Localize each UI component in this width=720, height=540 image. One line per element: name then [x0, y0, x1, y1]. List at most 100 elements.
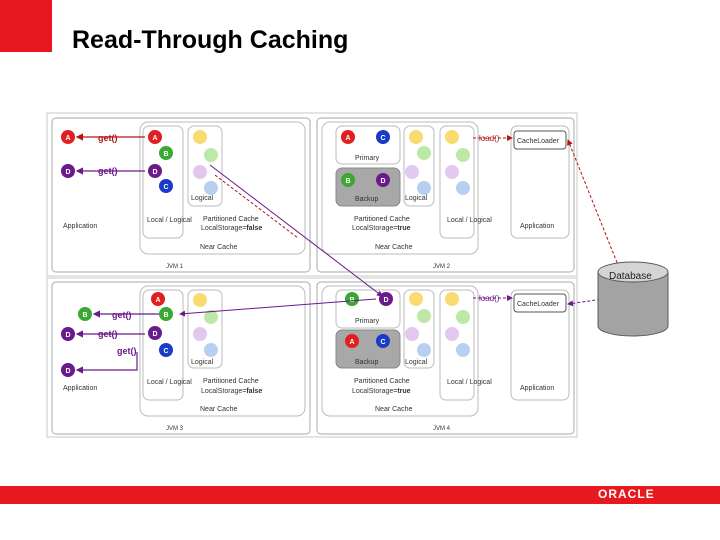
node-d	[61, 327, 75, 341]
node-c	[376, 130, 390, 144]
jvm3-box	[51, 281, 311, 435]
jvm-label: JVM 2	[433, 264, 451, 270]
node-letter: D	[381, 178, 386, 185]
node-letter: C	[381, 135, 386, 142]
database-label: Database	[609, 271, 652, 282]
localstorage-value: true	[397, 388, 410, 395]
backup-label: Backup	[355, 359, 378, 366]
primary-label: Primary	[355, 318, 380, 325]
logical-label: Logical	[191, 359, 214, 366]
ghost-node	[417, 343, 431, 357]
local-logical-box	[439, 289, 475, 401]
ghost-node	[405, 327, 419, 341]
near-cache-label: Near Cache	[375, 406, 412, 413]
node-letter: D	[66, 368, 71, 375]
ghost-node	[456, 148, 470, 162]
logical-label: Logical	[405, 195, 428, 202]
node-c	[159, 179, 173, 193]
get-label: get()	[112, 310, 132, 320]
node-c	[376, 334, 390, 348]
node-letter: B	[164, 312, 169, 319]
cacheloader-box	[513, 293, 567, 313]
top-row-panel	[46, 112, 578, 277]
ghost-node	[409, 292, 423, 306]
ghost-node	[193, 327, 207, 341]
localstorage-prefix: LocalStorage=	[201, 388, 246, 395]
ghost-node	[445, 292, 459, 306]
near-cache-box	[139, 285, 306, 417]
ghost-node	[193, 293, 207, 307]
cacheloader-app-box	[510, 289, 570, 401]
database-top	[597, 261, 669, 283]
near-cache-label: Near Cache	[375, 244, 412, 251]
ghost-node	[204, 310, 218, 324]
localstorage-value: false	[246, 388, 262, 395]
node-d	[148, 326, 162, 340]
cacheloader-label: CacheLoader	[517, 301, 560, 308]
localstorage-value: false	[246, 225, 262, 232]
logical-box	[187, 289, 223, 369]
node-d	[148, 164, 162, 178]
jvm3: Application Local / Logical Partitioned …	[61, 285, 306, 432]
partitioned-cache-label: Partitioned Cache	[203, 216, 259, 223]
logical-box	[403, 125, 435, 207]
application-label: Application	[63, 385, 97, 392]
partitioned-cache-label: Partitioned Cache	[354, 378, 410, 385]
jvm2: CacheLoader Application Primary Backup L…	[321, 121, 570, 270]
node-letter: B	[346, 178, 351, 185]
jvm4: CacheLoader Application Primary Backup L…	[321, 285, 570, 432]
ghost-node	[456, 310, 470, 324]
flow-arrow	[214, 174, 299, 239]
node-letter: B	[164, 151, 169, 158]
node-letter: D	[384, 297, 389, 304]
localstorage-label: LocalStorage=true	[352, 225, 411, 232]
slide-title: Read-Through Caching	[72, 26, 349, 54]
localstorage-label: LocalStorage=false	[201, 388, 262, 395]
partitioned-cache-label: Partitioned Cache	[203, 378, 259, 385]
node-b	[341, 173, 355, 187]
node-d	[61, 363, 75, 377]
jvm4-box	[316, 281, 575, 435]
flow-arrow	[209, 164, 383, 297]
local-logical-label: Local / Logical	[147, 379, 192, 386]
ghost-node	[456, 343, 470, 357]
node-letter: C	[164, 184, 169, 191]
near-cache-box	[321, 121, 479, 255]
near-cache-label: Near Cache	[200, 244, 237, 251]
partitioned-cache-label: Partitioned Cache	[354, 216, 410, 223]
near-cache-box	[139, 121, 306, 255]
node-a	[61, 130, 75, 144]
jvm1-box	[51, 117, 311, 273]
node-letter: A	[350, 339, 355, 346]
local-logical-box	[142, 289, 184, 401]
flow-arrow	[179, 298, 377, 317]
ghost-node	[409, 130, 423, 144]
node-letter: D	[153, 169, 158, 176]
localstorage-prefix: LocalStorage=	[352, 225, 397, 232]
node-letter: A	[156, 297, 161, 304]
node-b	[159, 146, 173, 160]
logical-label: Logical	[191, 195, 214, 202]
node-letter: D	[66, 332, 71, 339]
logical-box	[187, 125, 223, 207]
jvm-label: JVM 3	[166, 426, 184, 432]
ghost-node	[445, 130, 459, 144]
ghost-node	[204, 181, 218, 195]
db-link	[567, 139, 633, 301]
node-a	[151, 292, 165, 306]
ghost-node	[405, 165, 419, 179]
jvm1: Application Local / Logical Partitioned …	[61, 121, 306, 270]
node-letter: D	[153, 331, 158, 338]
local-logical-box	[439, 125, 475, 239]
near-cache-box	[321, 285, 479, 417]
ghost-node	[456, 181, 470, 195]
jvm2-box	[316, 117, 575, 273]
primary-label: Primary	[355, 155, 380, 162]
node-letter: D	[66, 169, 71, 176]
application-label: Application	[520, 223, 554, 230]
node-b	[78, 307, 92, 321]
get-arrow	[75, 352, 138, 374]
logical-label: Logical	[405, 359, 428, 366]
application-label: Application	[520, 385, 554, 392]
